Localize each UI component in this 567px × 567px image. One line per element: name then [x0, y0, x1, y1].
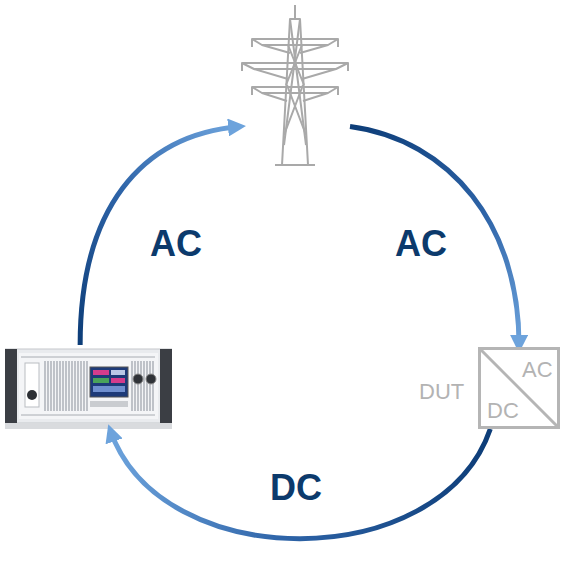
dut-label: DUT: [419, 381, 464, 403]
edge-label: AC: [395, 226, 447, 262]
flow-arrow: [80, 127, 240, 346]
edge-label: DC: [270, 470, 322, 506]
dut-dc-label: DC: [487, 400, 519, 422]
dut-ac-label: AC: [522, 359, 553, 381]
pylon-illustration: [240, 5, 350, 167]
dut-box: DUTACDC: [478, 347, 560, 429]
power-supply-illustration: [5, 345, 172, 430]
power-grid-node: [240, 5, 350, 167]
flow-arrow: [110, 429, 490, 539]
edge-label: AC: [150, 226, 202, 262]
flow-arrow: [350, 127, 519, 348]
power-supply-node: [5, 345, 172, 430]
